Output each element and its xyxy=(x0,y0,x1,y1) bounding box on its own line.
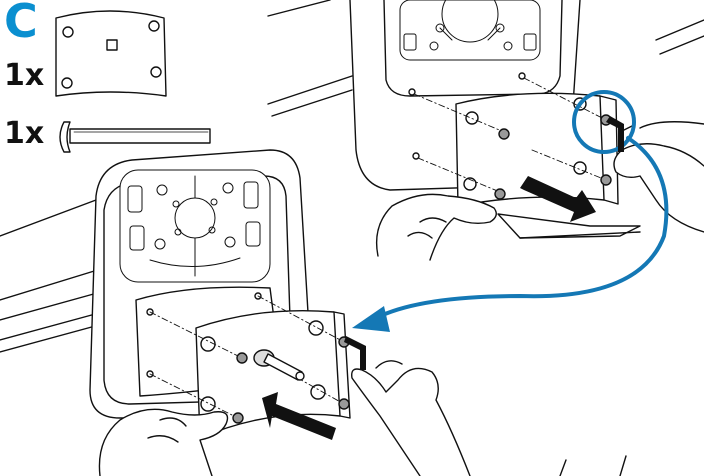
magnifier-callout-icon xyxy=(352,90,669,332)
upper-scene xyxy=(267,0,704,261)
mounting-plate-icon xyxy=(55,10,167,97)
push-arrow-icon xyxy=(520,176,596,222)
carriage-bolt-icon xyxy=(59,121,211,153)
bolt-quantity: 1x xyxy=(4,116,45,151)
push-arrow-icon xyxy=(262,392,336,440)
lower-scene xyxy=(0,149,627,476)
plate-quantity: 1x xyxy=(4,58,45,93)
step-letter: C xyxy=(4,0,38,48)
hex-key-icon xyxy=(344,336,366,370)
